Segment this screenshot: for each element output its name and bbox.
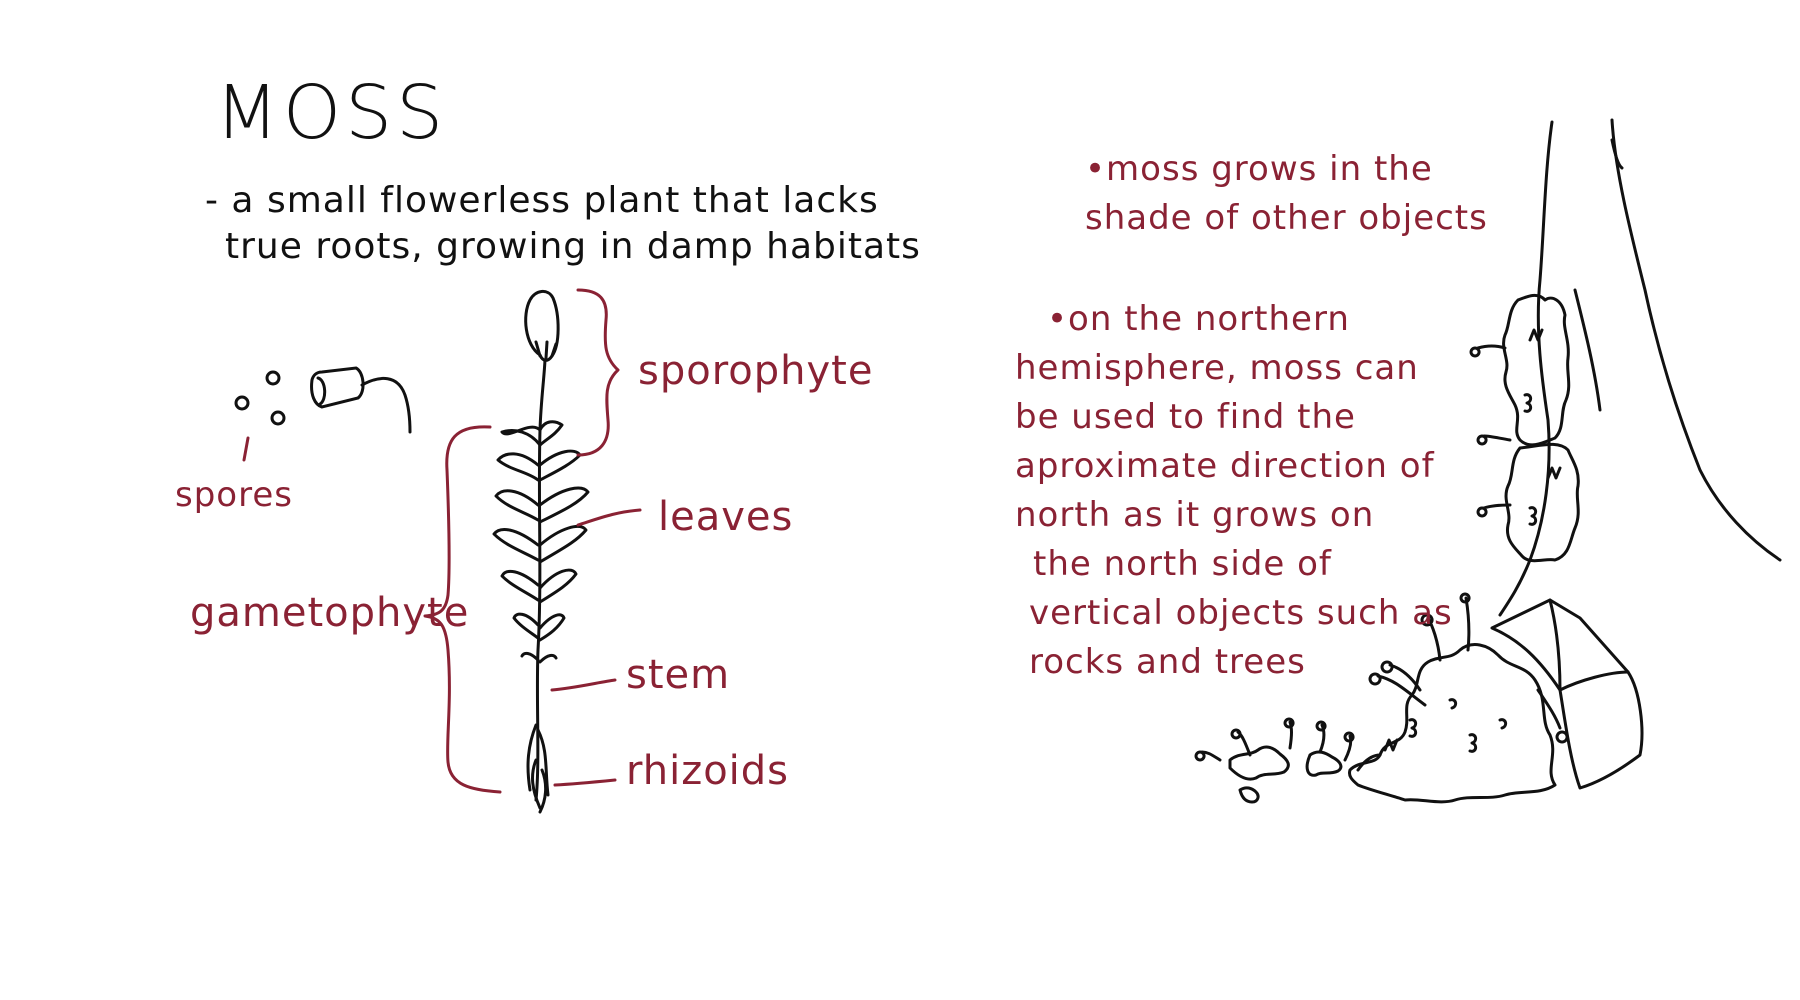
trunk-moss-upper <box>1502 293 1571 447</box>
seta <box>538 358 547 432</box>
definition-line-2: true roots, growing in damp habitats <box>225 226 921 267</box>
label-leaves: leaves <box>658 494 794 540</box>
tree-trunk-right <box>1610 118 1782 562</box>
ground-moss-mound <box>1348 643 1557 804</box>
note-north: •on the northern hemisphere, moss can be… <box>1015 295 1453 687</box>
stem-pointer <box>550 678 617 692</box>
label-connectors <box>242 288 642 794</box>
note-north-line: north as it grows on <box>1015 495 1375 535</box>
spores-drawing <box>234 366 412 434</box>
trunk-moss-lower <box>1504 442 1580 563</box>
label-spores: spores <box>175 475 293 515</box>
sporophyte-brace <box>576 288 620 457</box>
small-moss-patches <box>1228 745 1343 804</box>
moss-plant-drawing <box>492 290 590 814</box>
note-north-line: rocks and trees <box>1029 642 1306 682</box>
gametophyte-brace <box>423 425 502 794</box>
leaves-drawing <box>492 420 590 664</box>
rhizoid-lines <box>526 723 550 814</box>
definition-line-1: - a small flowerless plant that lacks <box>205 180 879 221</box>
note-north-line: aproximate direction of <box>1015 446 1435 486</box>
label-gametophyte: gametophyte <box>190 590 470 636</box>
page-title: MOSS <box>215 70 448 156</box>
rhizoids-pointer <box>553 778 617 787</box>
note-north-line: •on the northern <box>1047 299 1350 339</box>
spores-pointer <box>242 436 250 462</box>
note-north-line: vertical objects such as <box>1029 593 1453 633</box>
leaves-pointer <box>576 508 642 527</box>
label-sporophyte: sporophyte <box>638 348 874 394</box>
note-shade-line: shade of other objects <box>1085 198 1488 238</box>
note-shade-line: •moss grows in the <box>1085 149 1433 189</box>
detached-capsule <box>310 366 365 409</box>
note-north-line: hemisphere, moss can <box>1015 348 1419 388</box>
label-stem: stem <box>626 652 731 698</box>
capsule <box>524 290 560 362</box>
note-north-line: be used to find the <box>1015 397 1356 437</box>
label-rhizoids: rhizoids <box>626 748 790 794</box>
rock <box>1490 598 1644 790</box>
note-north-line: the north side of <box>1033 544 1332 584</box>
note-shade: •moss grows in the shade of other object… <box>1085 145 1488 243</box>
stem <box>534 428 542 802</box>
tree-rock-moss-drawing <box>1194 118 1782 804</box>
